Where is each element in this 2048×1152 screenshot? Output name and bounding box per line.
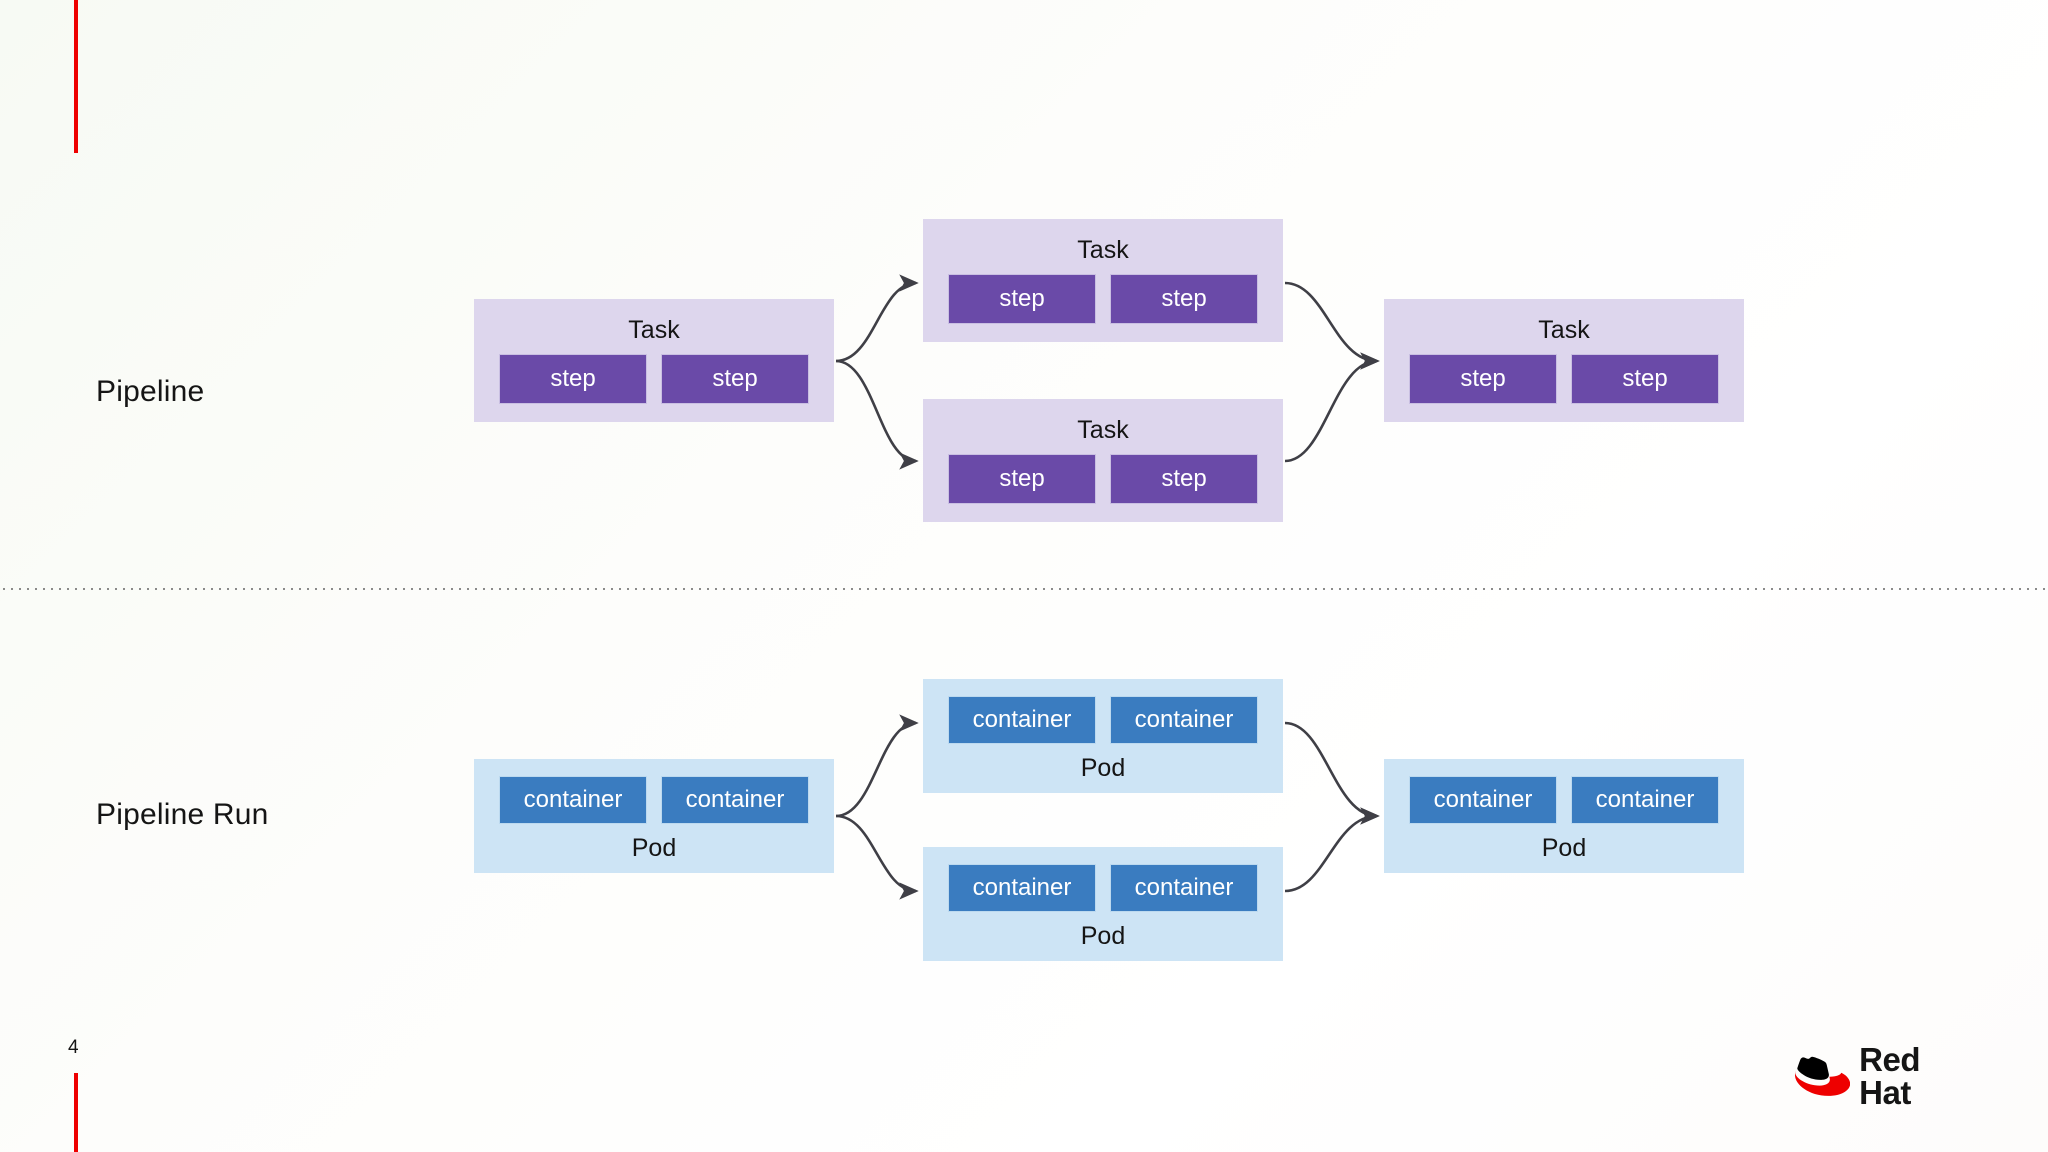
accent-bar-top bbox=[74, 0, 78, 153]
connector-pod-start-to-bottom bbox=[835, 814, 919, 900]
container-chip[interactable]: container bbox=[948, 864, 1096, 912]
connector-task-start-to-bottom bbox=[835, 359, 919, 470]
row-label-pipeline-run: Pipeline Run bbox=[96, 798, 269, 831]
pod-box-end[interactable]: container container Pod bbox=[1384, 759, 1744, 873]
accent-bar-bottom bbox=[74, 1073, 78, 1152]
step-chip[interactable]: step bbox=[1110, 274, 1258, 324]
connector-pod-top-to-end bbox=[1284, 721, 1380, 825]
row-label-pipeline: Pipeline bbox=[96, 375, 205, 408]
task-box-branch-bottom[interactable]: Task step step bbox=[923, 399, 1283, 522]
connector-task-bottom-to-end bbox=[1284, 352, 1380, 463]
container-chip[interactable]: container bbox=[1110, 864, 1258, 912]
step-chip[interactable]: step bbox=[661, 354, 809, 404]
task-box-start[interactable]: Task step step bbox=[474, 299, 834, 422]
container-chip[interactable]: container bbox=[499, 776, 647, 824]
step-chip[interactable]: step bbox=[1110, 454, 1258, 504]
task-title: Task bbox=[1077, 416, 1129, 444]
task-title: Task bbox=[628, 316, 680, 344]
connector-task-top-to-end bbox=[1284, 281, 1380, 370]
red-hat-wordmark: Red Hat bbox=[1859, 1041, 1921, 1111]
step-chip[interactable]: step bbox=[499, 354, 647, 404]
pod-title: Pod bbox=[1541, 834, 1587, 862]
task-title: Task bbox=[1538, 316, 1590, 344]
task-box-end[interactable]: Task step step bbox=[1384, 299, 1744, 422]
task-box-branch-top[interactable]: Task step step bbox=[923, 219, 1283, 342]
step-chip[interactable]: step bbox=[948, 454, 1096, 504]
section-divider bbox=[0, 588, 2048, 590]
step-chip[interactable]: step bbox=[1409, 354, 1557, 404]
container-chip[interactable]: container bbox=[948, 696, 1096, 744]
pod-title: Pod bbox=[1080, 754, 1126, 782]
red-hat-logo: Red Hat bbox=[1795, 1043, 1967, 1109]
step-chip[interactable]: step bbox=[1571, 354, 1719, 404]
pod-title: Pod bbox=[1080, 922, 1126, 950]
container-chip[interactable]: container bbox=[661, 776, 809, 824]
pod-title: Pod bbox=[631, 834, 677, 862]
connector-pod-start-to-top bbox=[835, 714, 919, 818]
connector-pod-bottom-to-end bbox=[1284, 807, 1380, 893]
pod-box-start[interactable]: container container Pod bbox=[474, 759, 834, 873]
red-hat-fedora-icon bbox=[1795, 1056, 1851, 1096]
container-chip[interactable]: container bbox=[1571, 776, 1719, 824]
pod-box-branch-top[interactable]: container container Pod bbox=[923, 679, 1283, 793]
task-title: Task bbox=[1077, 236, 1129, 264]
connector-task-start-to-top bbox=[835, 274, 919, 363]
page-number: 4 bbox=[68, 1037, 79, 1058]
step-chip[interactable]: step bbox=[948, 274, 1096, 324]
pod-box-branch-bottom[interactable]: container container Pod bbox=[923, 847, 1283, 961]
container-chip[interactable]: container bbox=[1409, 776, 1557, 824]
container-chip[interactable]: container bbox=[1110, 696, 1258, 744]
